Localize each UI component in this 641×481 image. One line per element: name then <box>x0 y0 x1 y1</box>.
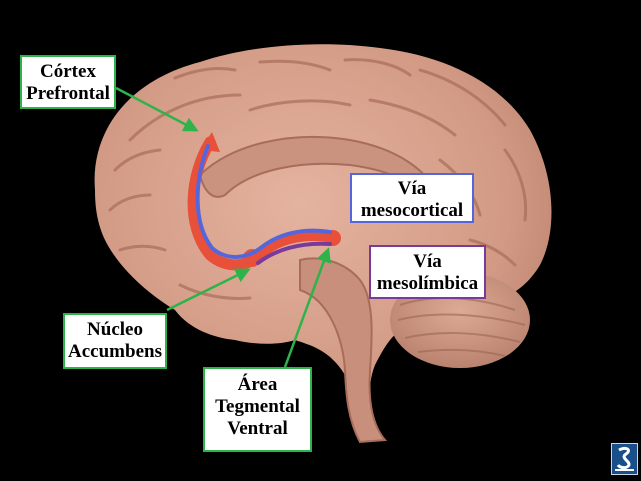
label-line: Ventral <box>227 418 288 439</box>
arrow-nucleus <box>166 268 251 312</box>
brainstem <box>299 257 388 444</box>
red-pathway-tip <box>200 132 220 152</box>
label-nucleus-accumbens: Núcleo Accumbens <box>63 313 167 369</box>
arrow-vta <box>283 247 331 368</box>
label-mesocortical: Vía mesocortical <box>350 173 474 223</box>
label-ventral-tegmental-area: Área Tegmental Ventral <box>203 367 312 452</box>
label-line: Área <box>237 374 278 395</box>
red-pathway <box>187 136 338 271</box>
pointer-arrows <box>115 86 331 368</box>
label-line: Tegmental <box>215 396 300 417</box>
label-line: mesocortical <box>360 200 464 221</box>
label-prefrontal-cortex: Córtex Prefrontal <box>20 55 116 109</box>
label-line: Accumbens <box>68 341 162 362</box>
mesocortical-pathway <box>195 144 332 259</box>
mesolimbic-pathway <box>256 241 332 265</box>
arrow-cortex <box>115 86 199 132</box>
label-line: Vía <box>397 178 427 199</box>
label-line: Vía <box>413 251 442 272</box>
label-line: Córtex <box>40 61 96 82</box>
label-mesolimbic: Vía mesolímbica <box>369 245 486 299</box>
label-line: Núcleo <box>87 319 143 340</box>
label-line: Prefrontal <box>26 83 110 104</box>
label-line: mesolímbica <box>376 273 479 294</box>
publisher-logo-icon <box>611 443 638 475</box>
